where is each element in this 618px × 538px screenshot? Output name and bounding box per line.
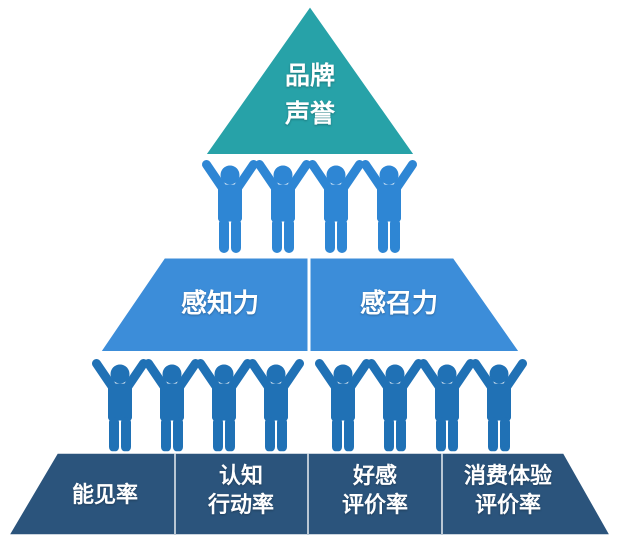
people-row-lower: [97, 364, 523, 453]
person-raised-arms-icon: [366, 165, 413, 254]
person-raised-arms-icon: [260, 165, 307, 254]
person-raised-arms-icon: [207, 165, 254, 254]
person-raised-arms-icon: [313, 165, 360, 254]
person-raised-arms-icon: [424, 364, 471, 453]
person-raised-arms-icon: [97, 364, 144, 453]
people-row-upper: [207, 165, 413, 254]
person-raised-arms-icon: [201, 364, 248, 453]
person-raised-arms-icon: [372, 364, 419, 453]
person-raised-arms-icon: [149, 364, 196, 453]
person-raised-arms-icon: [476, 364, 523, 453]
person-raised-arms-icon: [253, 364, 300, 453]
person-raised-arms-icon: [320, 364, 367, 453]
pyramid-top-triangle: [202, 3, 418, 157]
pyramid-bottom-trapezoid: [6, 451, 613, 537]
